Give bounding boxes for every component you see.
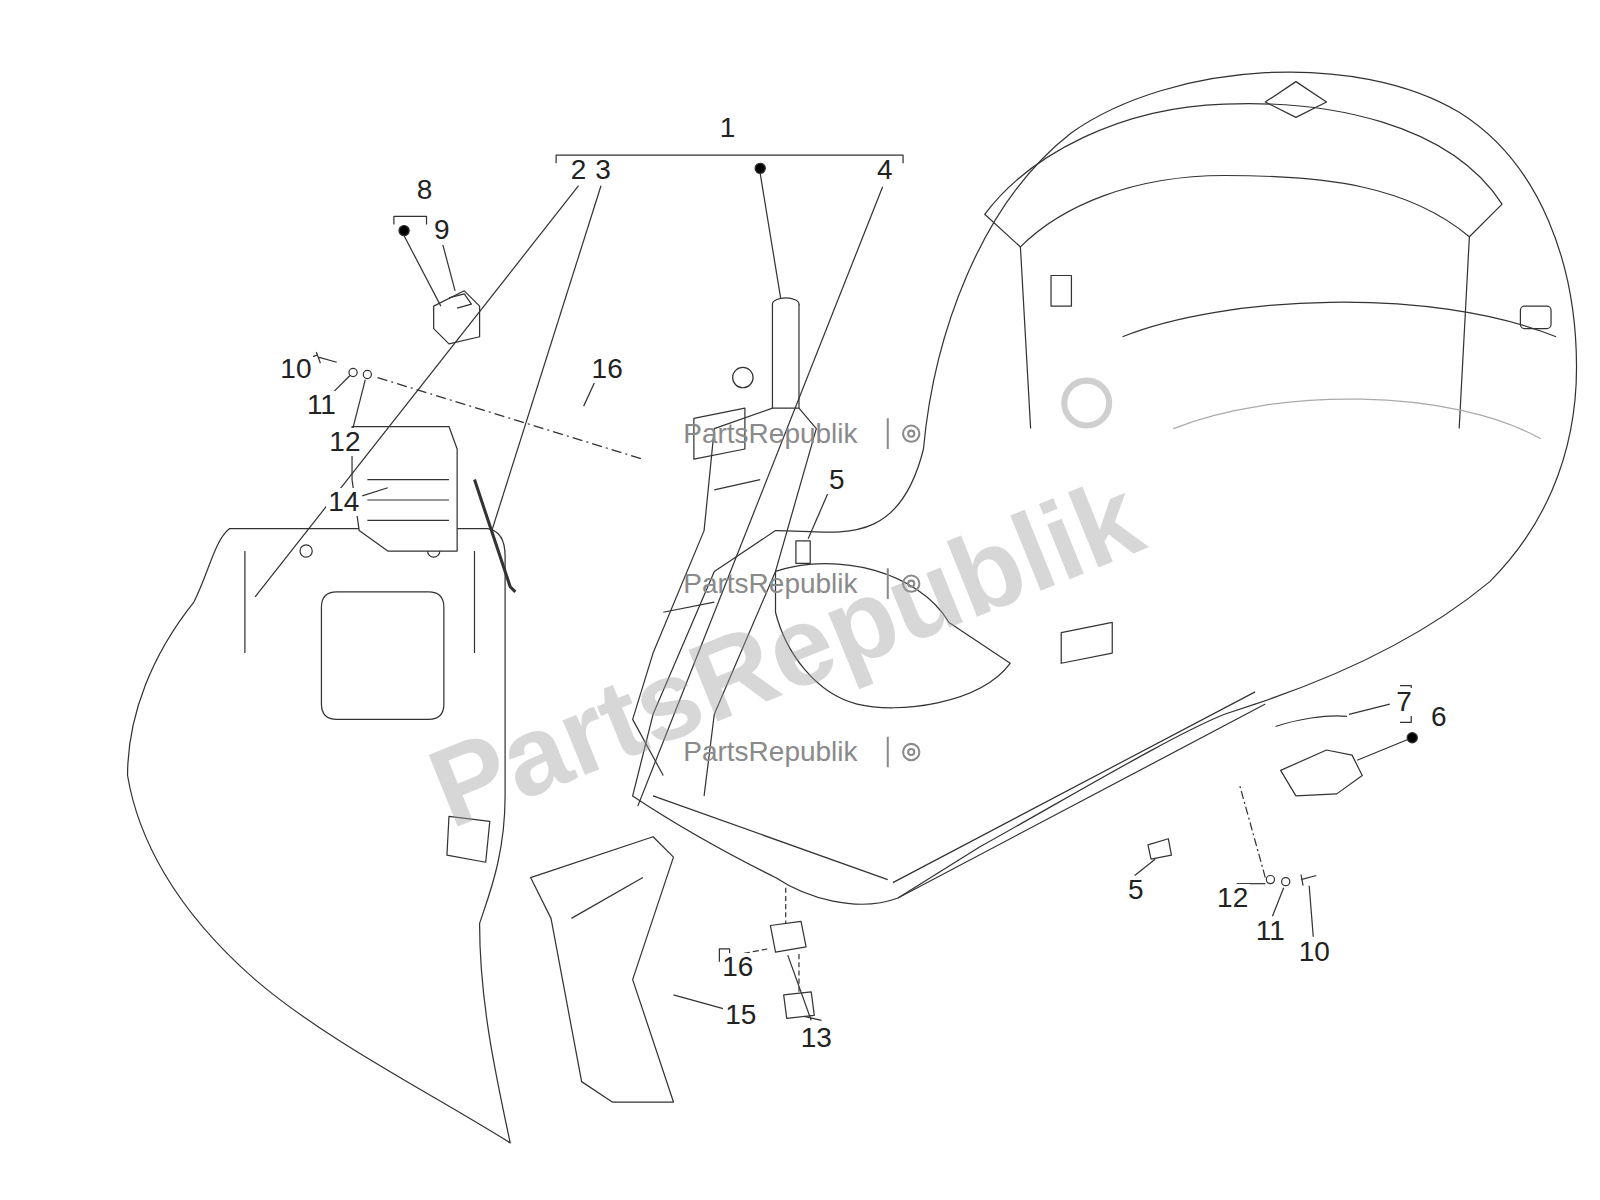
- callout-number: 2: [569, 156, 589, 184]
- callout-number: 16: [590, 355, 625, 383]
- callout-number: 16: [720, 953, 755, 981]
- callout-number: 12: [1215, 884, 1250, 912]
- callout-number: 7: [1394, 688, 1414, 716]
- callout-number: 9: [432, 216, 452, 244]
- callout-number: 15: [723, 1001, 758, 1029]
- callout-number: 5: [827, 466, 847, 494]
- callout-number: 10: [1297, 938, 1332, 966]
- callout-number: 11: [1254, 917, 1287, 945]
- callout-number: 14: [326, 488, 361, 516]
- callout-number: 1: [718, 114, 738, 142]
- callout-number: 8: [415, 176, 435, 204]
- callout-number: 12: [327, 428, 362, 456]
- callout-number: 6: [1429, 703, 1449, 731]
- watermark: PartsRepublik: [683, 420, 857, 448]
- callout-number: 10: [278, 355, 313, 383]
- callout-number: 11: [305, 391, 338, 419]
- callout-number: 13: [799, 1024, 834, 1052]
- callout-number: 4: [875, 156, 895, 184]
- callout-number: 5: [1126, 876, 1146, 904]
- callout-number: 3: [593, 156, 613, 184]
